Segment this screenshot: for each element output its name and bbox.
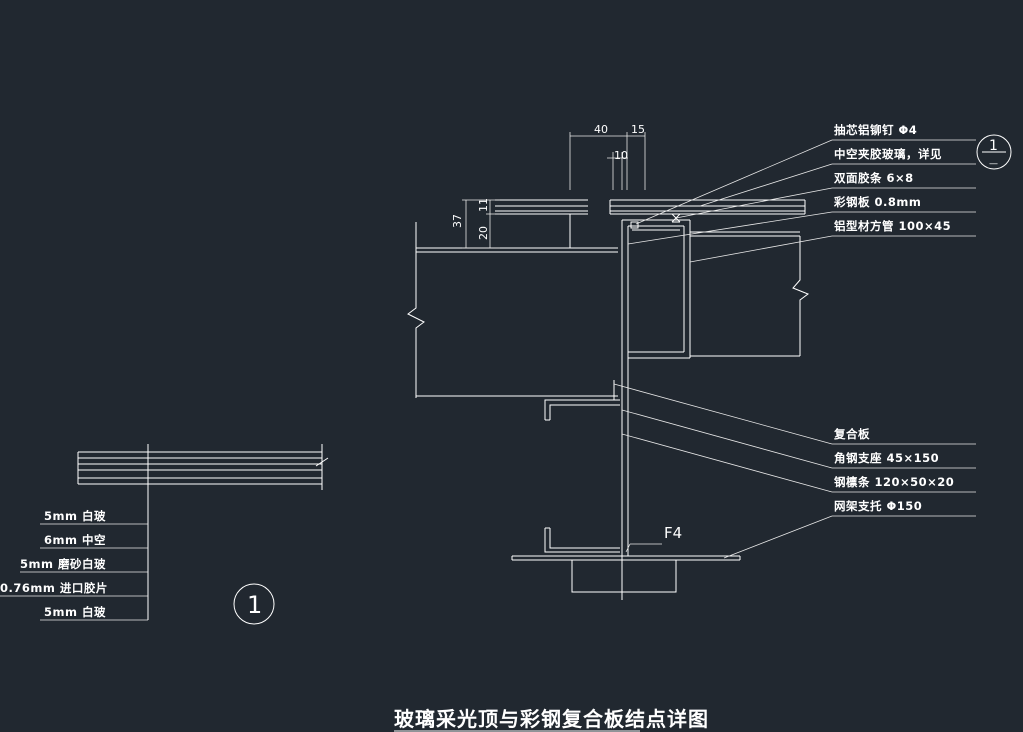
detail-ref-number: 1: [989, 138, 998, 154]
section-circle-marker: [233, 583, 275, 625]
glass-layer-3: 5mm 磨砂白玻: [20, 557, 106, 571]
callout-aluminium-tube: 铝型材方管 100×45: [834, 219, 951, 233]
dim-20: 20: [477, 226, 490, 240]
leader-lines-bottom: [613, 383, 976, 559]
glass-layer-detail: [0, 444, 329, 621]
section-mark-f4: F4: [664, 524, 682, 542]
dim-37: 37: [451, 214, 464, 228]
glass-layer-1: 5mm 白玻: [44, 509, 106, 523]
callout-glass: 中空夹胶玻璃，详见: [834, 147, 942, 161]
main-section: [407, 199, 810, 600]
glass-layer-2: 6mm 中空: [44, 533, 106, 547]
callout-rivet: 抽芯铝铆钉 Φ4: [834, 123, 917, 137]
leader-lines-top: [627, 139, 976, 263]
drawing-title: 玻璃采光顶与彩钢复合板结点详图: [394, 707, 709, 731]
detail-ref-sub: —: [989, 159, 998, 169]
dim-10: 10: [614, 149, 628, 162]
glass-layer-5: 5mm 白玻: [44, 605, 106, 619]
glass-layer-4: 0.76mm 进口胶片: [0, 581, 108, 595]
callout-composite-panel: 复合板: [833, 427, 870, 441]
callout-truss-support: 网架支托 Φ150: [834, 499, 922, 513]
callout-color-steel: 彩钢板 0.8mm: [833, 195, 921, 209]
dimension-lines: [462, 132, 646, 249]
detail-reference-marker: [976, 134, 1012, 170]
dim-15: 15: [631, 123, 645, 136]
dim-40: 40: [594, 123, 608, 136]
callout-steel-purlin: 钢檩条 120×50×20: [834, 475, 954, 489]
section-circle-number: 1: [247, 591, 262, 619]
dim-11: 11: [477, 198, 490, 212]
callout-tape: 双面胶条 6×8: [833, 171, 914, 185]
callout-angle-support: 角钢支座 45×150: [834, 451, 939, 465]
